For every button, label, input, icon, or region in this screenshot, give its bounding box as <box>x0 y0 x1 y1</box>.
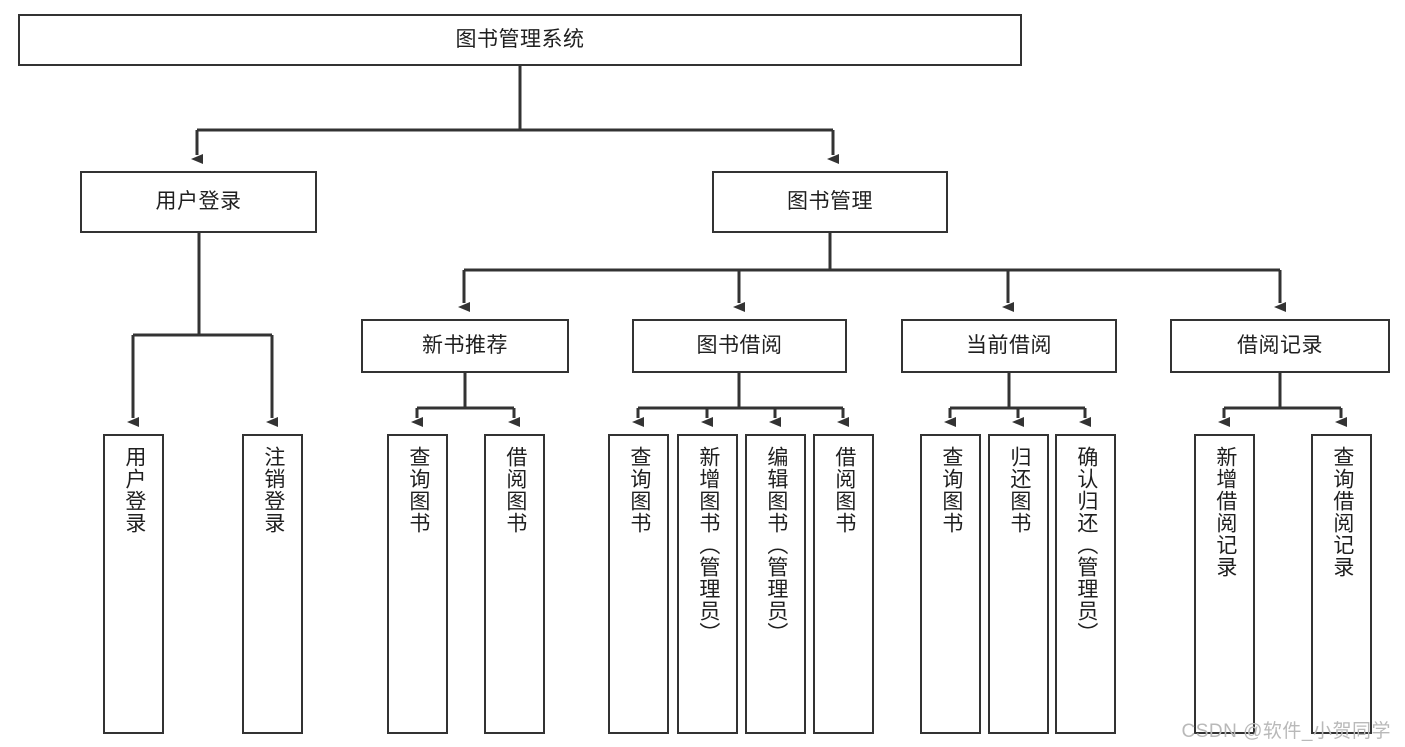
node-borrow-record[interactable]: 借阅记录 <box>1170 319 1390 373</box>
node-leaf-logout-login-label: 注销登录 <box>261 446 285 534</box>
node-user-login-label: 用户登录 <box>155 189 242 213</box>
node-leaf-query-borrow-record[interactable]: 查询借阅记录 <box>1311 434 1372 734</box>
node-current-borrow-label: 当前借阅 <box>966 333 1052 357</box>
node-current-borrow[interactable]: 当前借阅 <box>901 319 1117 373</box>
node-user-login[interactable]: 用户登录 <box>80 171 317 233</box>
node-book-management[interactable]: 图书管理 <box>712 171 948 233</box>
node-leaf-add-borrow-record[interactable]: 新增借阅记录 <box>1194 434 1255 734</box>
node-leaf-logout-login[interactable]: 注销登录 <box>242 434 303 734</box>
node-leaf-edit-book[interactable]: 编辑图书（管理员） <box>745 434 806 734</box>
node-book-borrow[interactable]: 图书借阅 <box>632 319 847 373</box>
node-leaf-user-login[interactable]: 用户登录 <box>103 434 164 734</box>
node-root-label: 图书管理系统 <box>455 27 585 51</box>
node-leaf-confirm-return-label: 确认归还（管理员） <box>1074 446 1098 644</box>
node-leaf-query-book-1-label: 查询图书 <box>406 446 430 534</box>
node-borrow-record-label: 借阅记录 <box>1237 333 1323 357</box>
node-leaf-query-book-2[interactable]: 查询图书 <box>608 434 669 734</box>
node-leaf-user-login-label: 用户登录 <box>122 446 146 534</box>
node-leaf-query-borrow-record-label: 查询借阅记录 <box>1330 446 1354 578</box>
node-leaf-query-book-1[interactable]: 查询图书 <box>387 434 448 734</box>
node-leaf-add-borrow-record-label: 新增借阅记录 <box>1213 446 1237 578</box>
node-leaf-return-book-label: 归还图书 <box>1007 446 1031 534</box>
node-leaf-query-book-3-label: 查询图书 <box>939 446 963 534</box>
node-leaf-borrow-book-2-label: 借阅图书 <box>832 446 856 534</box>
node-leaf-borrow-book-1[interactable]: 借阅图书 <box>484 434 545 734</box>
node-leaf-return-book[interactable]: 归还图书 <box>988 434 1049 734</box>
node-new-book-recommend-label: 新书推荐 <box>422 333 508 357</box>
node-leaf-edit-book-label: 编辑图书（管理员） <box>764 446 788 644</box>
node-root[interactable]: 图书管理系统 <box>18 14 1022 66</box>
node-book-borrow-label: 图书借阅 <box>696 333 783 357</box>
node-book-management-label: 图书管理 <box>787 189 873 213</box>
node-leaf-borrow-book-1-label: 借阅图书 <box>503 446 527 534</box>
node-new-book-recommend[interactable]: 新书推荐 <box>361 319 569 373</box>
node-leaf-borrow-book-2[interactable]: 借阅图书 <box>813 434 874 734</box>
node-leaf-confirm-return[interactable]: 确认归还（管理员） <box>1055 434 1116 734</box>
node-leaf-query-book-2-label: 查询图书 <box>627 446 651 534</box>
node-leaf-add-book-label: 新增图书（管理员） <box>696 446 720 644</box>
node-leaf-add-book[interactable]: 新增图书（管理员） <box>677 434 738 734</box>
watermark-text: CSDN @软件_小贺同学 <box>1181 721 1391 742</box>
node-leaf-query-book-3[interactable]: 查询图书 <box>920 434 981 734</box>
